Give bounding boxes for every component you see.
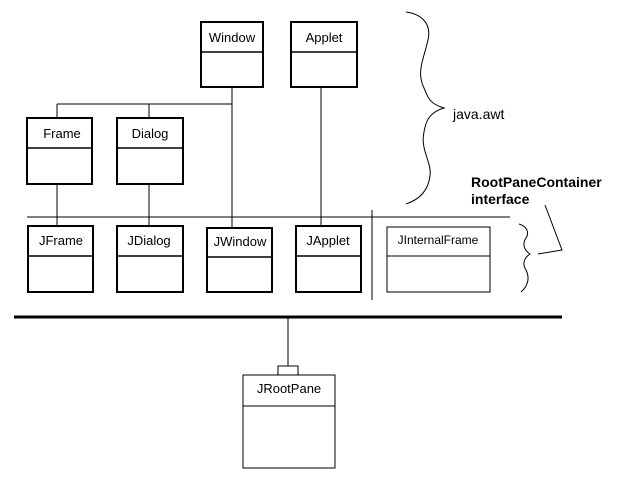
jrootpane-class-label: JRootPane — [257, 381, 321, 396]
interface-pointer — [537, 204, 563, 255]
awt-brace-path — [405, 11, 446, 205]
interface-type-label: interface — [471, 191, 530, 207]
jwindow-class-box: JWindow — [206, 227, 273, 293]
japplet-class-label: JApplet — [306, 233, 350, 248]
applet-box-frame — [290, 21, 358, 88]
japplet-class-box: JApplet — [295, 225, 362, 293]
jdialog-box-frame — [116, 225, 184, 293]
jinternalframe-class-label: JInternalFrame — [398, 233, 479, 247]
jinternalframe-box-frame — [386, 226, 491, 293]
frame-box-frame — [26, 117, 93, 185]
jrootpane-box-frame — [242, 374, 336, 469]
jinternalframe-class-box: JInternalFrame — [386, 226, 491, 293]
window-box-frame — [200, 21, 264, 88]
japplet-box-frame — [295, 225, 362, 293]
jdialog-class-label: JDialog — [127, 233, 170, 248]
window-class-label: Window — [209, 30, 256, 45]
jframe-box-frame — [27, 225, 94, 293]
applet-class-label: Applet — [306, 30, 343, 45]
jwindow-box-frame — [206, 227, 273, 293]
swing-brace-path — [518, 223, 531, 293]
jrootpane-connector-tab — [277, 365, 299, 376]
awt-curly-brace — [405, 11, 446, 205]
interface-pointer-path — [537, 204, 563, 255]
swing-curly-brace — [518, 223, 531, 293]
frame-class-box: Frame — [26, 117, 93, 185]
dialog-class-label: Dialog — [132, 126, 169, 141]
jrootpane-class-box: JRootPane — [242, 365, 336, 469]
jframe-class-box: JFrame — [27, 225, 94, 293]
dialog-class-box: Dialog — [116, 117, 184, 185]
window-class-box: Window — [200, 21, 264, 88]
awt-package-label: java.awt — [452, 106, 504, 122]
jwindow-class-label: JWindow — [214, 234, 267, 249]
frame-class-label: Frame — [43, 126, 81, 141]
applet-class-box: Applet — [290, 21, 358, 88]
interface-name-label: RootPaneContainer — [471, 174, 602, 190]
jframe-class-label: JFrame — [39, 233, 83, 248]
dialog-box-frame — [116, 117, 184, 185]
connector-lines — [27, 87, 510, 366]
jdialog-class-box: JDialog — [116, 225, 184, 293]
